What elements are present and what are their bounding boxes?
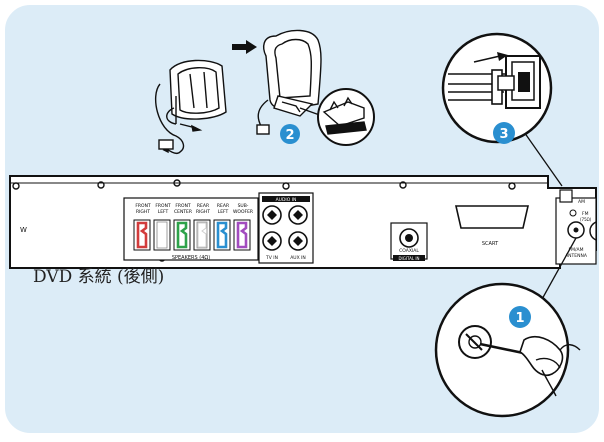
svg-text:3: 3 (499, 127, 508, 142)
speaker-labels: FRONTRIGHTFRONTLEFTFRONTCENTERREARRIGHTR… (135, 203, 253, 215)
speaker-label-line1: SUB- (238, 203, 249, 209)
audio-in-block (258, 192, 314, 264)
speaker-label-line2: RIGHT (136, 209, 150, 215)
speaker-label-line1: FRONT (155, 203, 171, 209)
fm-ohm-label: (75Ω) (580, 217, 592, 222)
scart-label: SCART (482, 241, 499, 247)
fm-am-label: FM/AM (569, 247, 584, 253)
speaker-clip-frame (153, 219, 171, 251)
zoom-fm-connector (441, 32, 563, 187)
speaker-clip-frame (193, 219, 211, 251)
step-3-badge: 3 (493, 122, 515, 144)
am-label: AM (578, 199, 585, 205)
tv-in-label: TV IN (265, 255, 278, 261)
svg-text:2: 2 (285, 128, 294, 143)
speaker-label-line1: FRONT (175, 203, 191, 209)
speaker-label-line2: RIGHT (196, 209, 210, 215)
fm-label: FM (582, 211, 589, 217)
speaker-clip-color (236, 221, 248, 249)
speaker-clip-frame (213, 219, 231, 251)
aux-in-label: AUX IN (290, 255, 306, 261)
speaker-clip-color (176, 221, 188, 249)
diagram-caption: DVD 系統 (後側) (33, 267, 165, 287)
speaker-label-line1: REAR (197, 203, 209, 209)
antenna-label: ANTENNA (565, 253, 588, 259)
coaxial-label: COAXIAL (399, 248, 419, 254)
step-2-badge: 2 (280, 124, 300, 144)
speaker-clip-color (216, 221, 228, 249)
scart-connector (454, 205, 530, 229)
speaker-clip-outline (156, 221, 168, 249)
speakers-label: SPEAKERS (4Ω) (172, 255, 210, 261)
speaker-clip-color (157, 222, 167, 248)
digital-in-label: DIGITAL IN (398, 256, 419, 261)
speaker-clip-frame (233, 219, 251, 251)
speaker-clip-outline (196, 221, 208, 249)
speaker-clip-color (197, 222, 207, 248)
dvd-back-panel: W FRONTRIGHTFRONTLEFTFRONTCENTERREARRIGH… (9, 175, 597, 269)
speaker-clips (133, 219, 251, 251)
speaker-label-line1: FRONT (135, 203, 151, 209)
speaker-clip-frame (133, 219, 151, 251)
speaker-label-line1: REAR (217, 203, 229, 209)
speaker-clip-color (136, 221, 148, 249)
svg-text:1: 1 (515, 311, 524, 326)
speaker-label-line2: LEFT (158, 209, 169, 215)
audio-in-label: AUDIO IN (276, 197, 297, 203)
zoom-fm-antenna-plug (434, 237, 581, 418)
svg-text:W: W (20, 226, 27, 234)
speaker-label-line2: CENTER (174, 209, 192, 215)
step-1-badge: 1 (509, 306, 531, 328)
rca-jacks (262, 205, 308, 251)
speaker-label-line2: WOOFER (233, 209, 253, 215)
speaker-label-line2: LEFT (218, 209, 229, 215)
speaker-clip-frame (173, 219, 191, 251)
am-loop-antenna-illustration (155, 29, 375, 155)
